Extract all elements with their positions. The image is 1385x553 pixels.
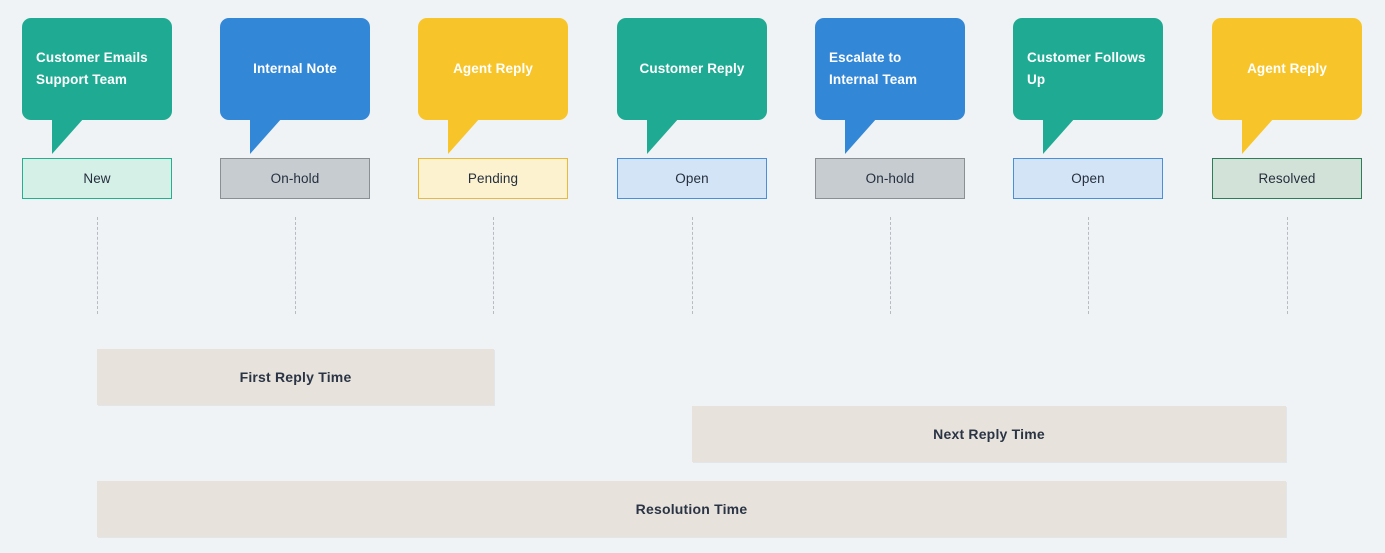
status-badge[interactable]: Resolved: [1212, 158, 1362, 199]
event-bubble-wrap: Agent Reply: [418, 18, 568, 154]
bubble-tail-icon: [448, 118, 480, 154]
duration-bar[interactable]: Next Reply Time: [692, 406, 1286, 462]
event-bubble-wrap: Customer Emails Support Team: [22, 18, 172, 154]
event-bubble[interactable]: Customer Follows Up: [1013, 18, 1163, 120]
flow-step: Customer Follows Up Open: [1013, 18, 1163, 199]
connector-dashed-line: [1088, 217, 1089, 314]
bubble-tail-icon: [52, 118, 84, 154]
event-bubble-label: Agent Reply: [453, 61, 533, 76]
event-bubble[interactable]: Agent Reply: [418, 18, 568, 120]
status-badge[interactable]: On-hold: [815, 158, 965, 199]
status-badge[interactable]: Open: [617, 158, 767, 199]
event-bubble-label: Agent Reply: [1247, 61, 1327, 76]
event-bubble-label: Customer Follows Up: [1027, 50, 1146, 87]
status-badge[interactable]: On-hold: [220, 158, 370, 199]
connector-dashed-line: [890, 217, 891, 314]
event-bubble-wrap: Customer Follows Up: [1013, 18, 1163, 154]
connector-dashed-line: [295, 217, 296, 314]
status-badge[interactable]: New: [22, 158, 172, 199]
duration-bar-label: Next Reply Time: [933, 426, 1045, 442]
duration-bar-label: First Reply Time: [239, 369, 352, 385]
event-bubble-wrap: Agent Reply: [1212, 18, 1362, 154]
connector-dashed-line: [1287, 217, 1288, 314]
connector-dashed-line: [493, 217, 494, 314]
duration-bar[interactable]: First Reply Time: [97, 349, 494, 405]
event-bubble-wrap: Escalate to Internal Team: [815, 18, 965, 154]
event-bubble[interactable]: Customer Emails Support Team: [22, 18, 172, 120]
event-bubble[interactable]: Escalate to Internal Team: [815, 18, 965, 120]
event-bubble-label: Internal Note: [253, 61, 337, 76]
bubble-tail-icon: [1242, 118, 1274, 154]
duration-bar[interactable]: Resolution Time: [97, 481, 1286, 537]
event-bubble[interactable]: Agent Reply: [1212, 18, 1362, 120]
bubble-tail-icon: [250, 118, 282, 154]
connector-dashed-line: [97, 217, 98, 314]
event-bubble-label: Customer Reply: [639, 61, 745, 76]
event-bubble[interactable]: Internal Note: [220, 18, 370, 120]
duration-bar-label: Resolution Time: [635, 501, 748, 517]
connector-dashed-line: [692, 217, 693, 314]
bubble-tail-icon: [647, 118, 679, 154]
event-bubble-label: Escalate to Internal Team: [829, 50, 918, 87]
event-bubble[interactable]: Customer Reply: [617, 18, 767, 120]
event-bubble-wrap: Customer Reply: [617, 18, 767, 154]
status-badge[interactable]: Pending: [418, 158, 568, 199]
bubble-tail-icon: [845, 118, 877, 154]
status-badge[interactable]: Open: [1013, 158, 1163, 199]
event-bubble-label: Customer Emails Support Team: [36, 50, 148, 87]
event-bubble-wrap: Internal Note: [220, 18, 370, 154]
bubble-tail-icon: [1043, 118, 1075, 154]
